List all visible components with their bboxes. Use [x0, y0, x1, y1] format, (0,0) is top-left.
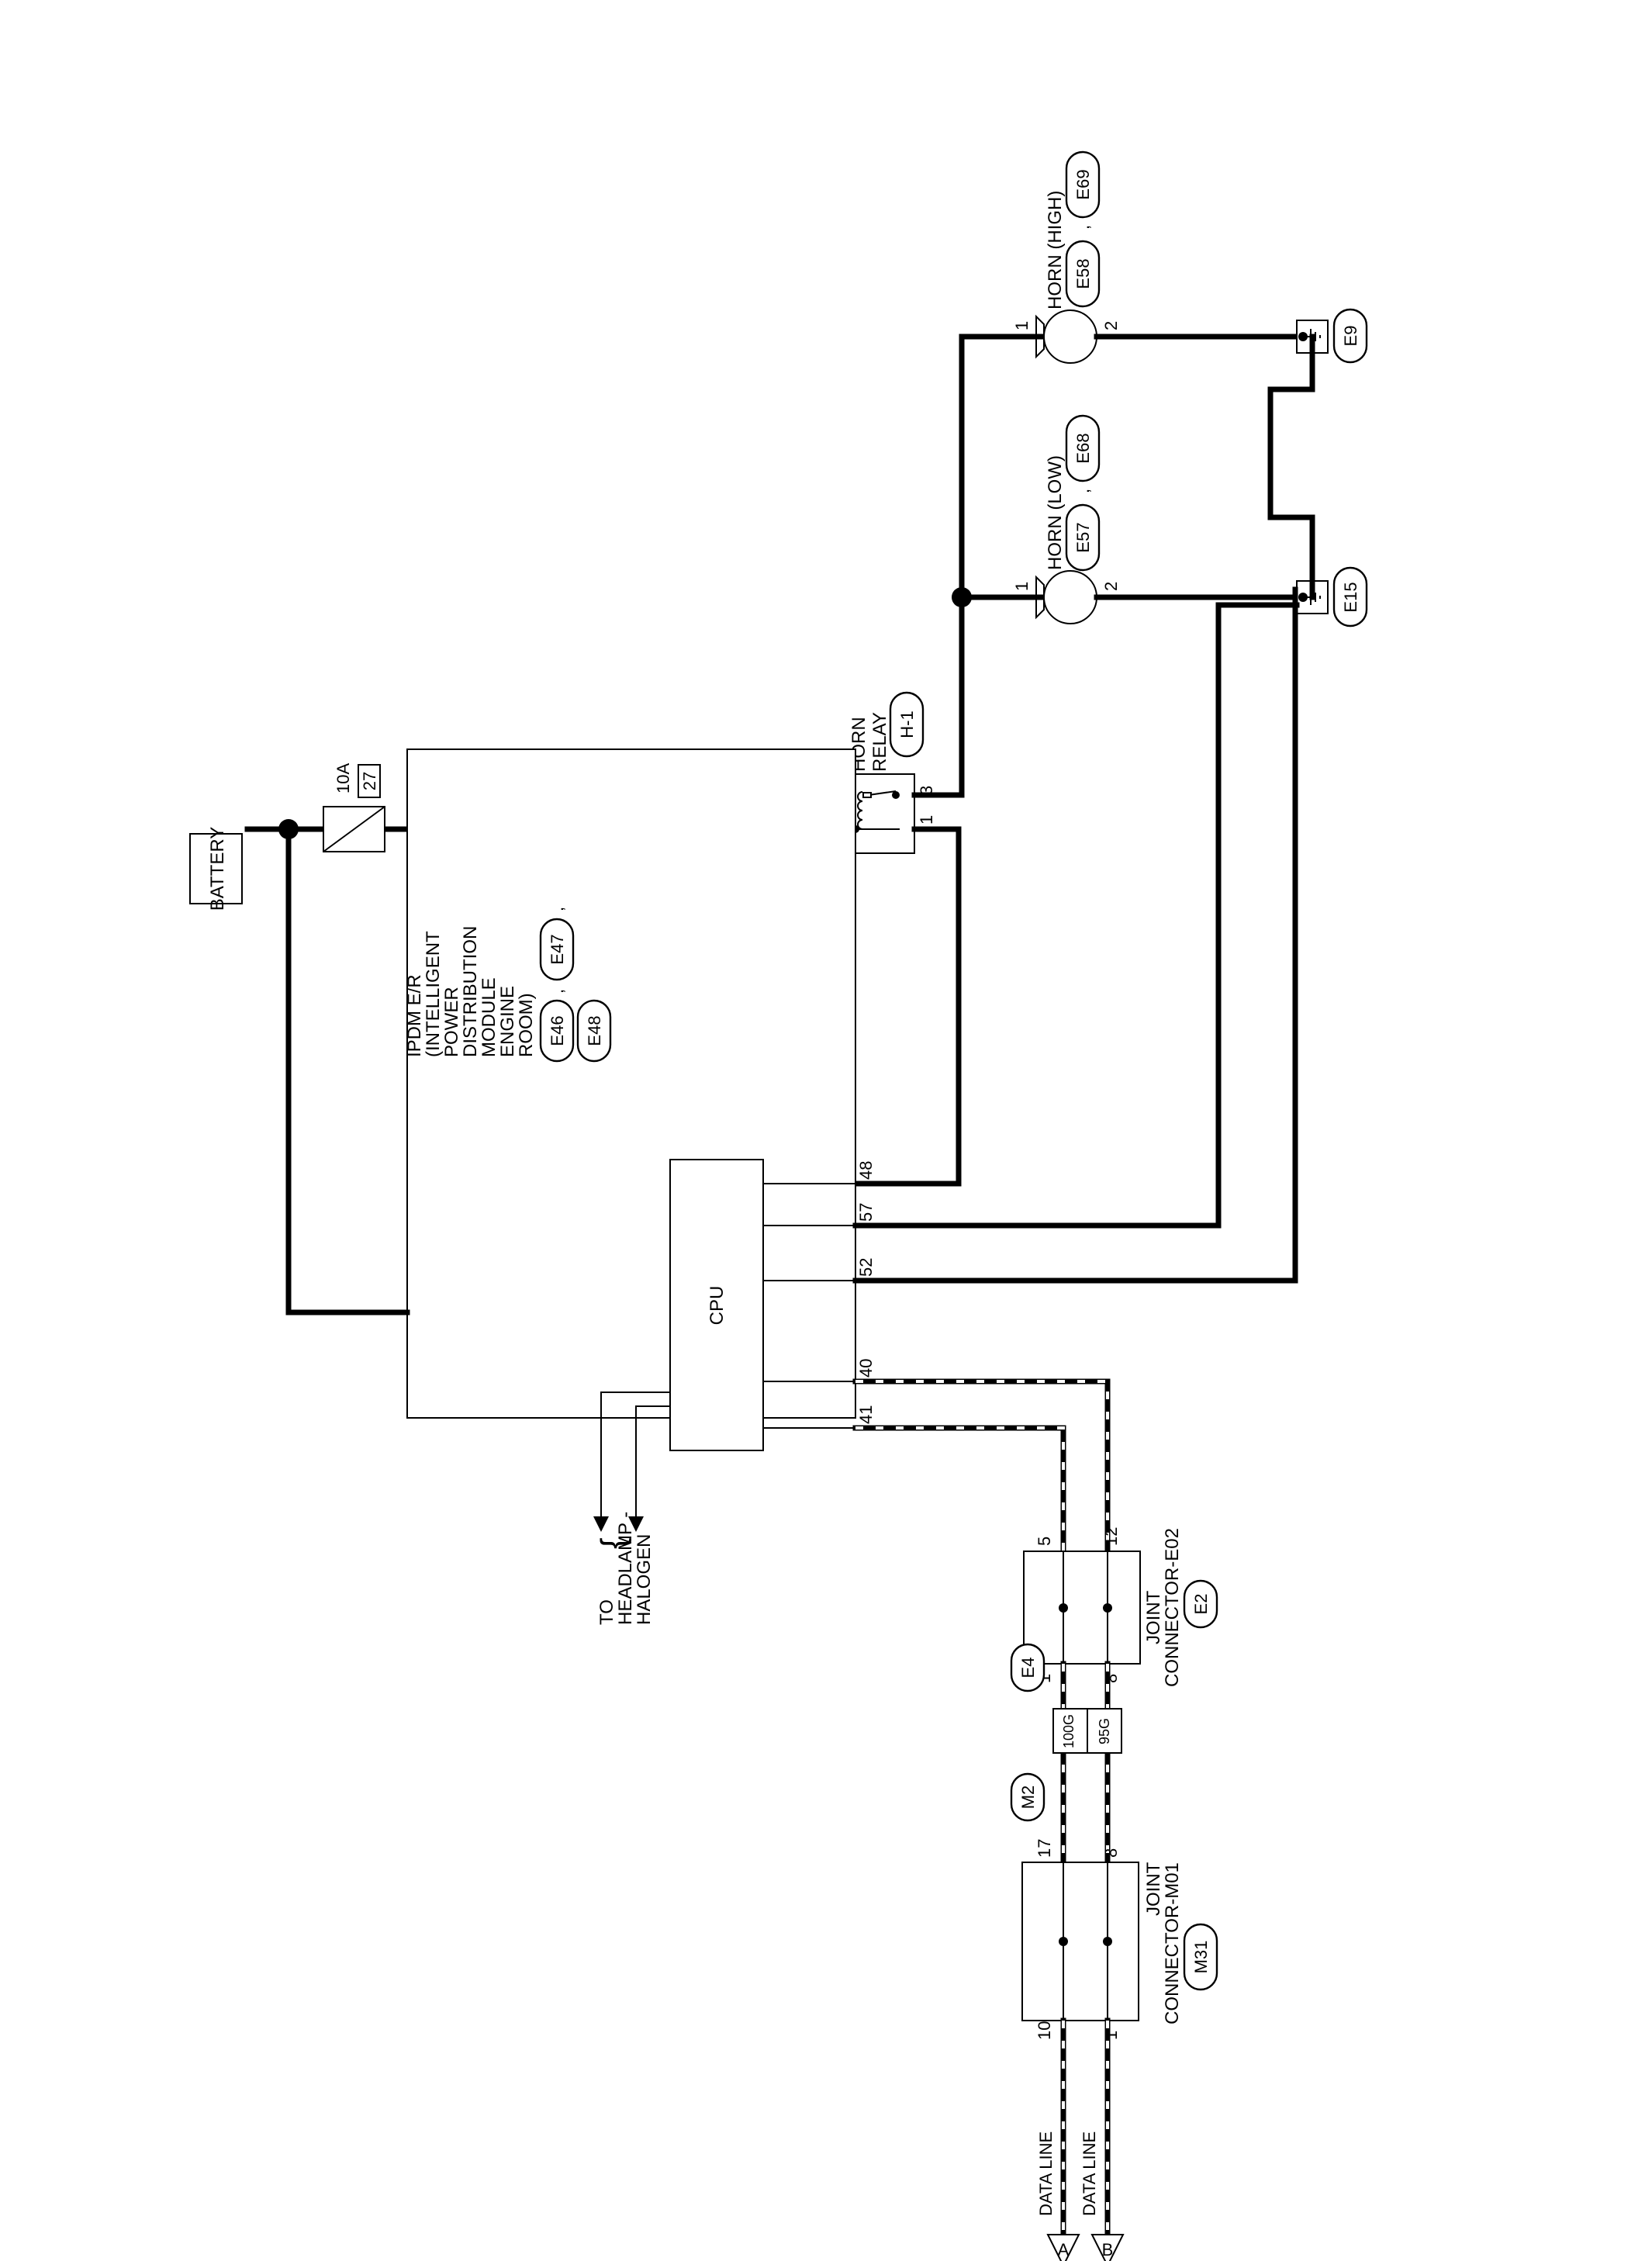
horn-low-connector-1: E57: [1073, 522, 1093, 552]
m01-label-2: CONNECTOR-M01: [1162, 1862, 1183, 2024]
ipdm-connector-3: E48: [585, 1015, 604, 1046]
m01-label-1: JOINT: [1143, 1862, 1164, 1916]
horn-high-pin-2: 2: [1101, 321, 1121, 330]
headlamp-note-3: HALOGEN: [634, 1534, 655, 1625]
svg-text:,: ,: [1073, 489, 1093, 493]
relay-pin-1: 1: [917, 815, 936, 825]
ipdm-pin-40: 40: [856, 1359, 876, 1378]
horn-relay: 2 1 3 HORN RELAY H-1: [822, 691, 936, 854]
ipdm-pin-52: 52: [856, 1258, 876, 1277]
battery-label: BATTERY: [207, 827, 228, 911]
ipdm-connector-2: E47: [548, 934, 567, 964]
svg-text:{: {: [594, 1537, 632, 1549]
relay-label-2: RELAY: [869, 712, 890, 772]
e02-pin-8: 8: [1101, 1674, 1121, 1683]
e02-label-2: CONNECTOR-E02: [1162, 1528, 1183, 1687]
horn-low: 1 2 HORN (LOW) E57 , E68: [1012, 414, 1121, 624]
harness-connector: 100G 95G E4 M2: [1010, 1643, 1122, 1822]
harness-connector-m2: M2: [1018, 1786, 1038, 1810]
ground-e9-label: E9: [1341, 326, 1360, 347]
ipdm-label-7: ROOM): [516, 993, 537, 1057]
horn-high-connector-2: E69: [1073, 169, 1093, 199]
horn-high-connector-1: E58: [1073, 258, 1093, 289]
horn-low-connector-2: E68: [1073, 433, 1093, 463]
e02-pin-12: 12: [1101, 1527, 1121, 1546]
horn-high-label: HORN (HIGH): [1045, 191, 1066, 309]
joint-connector-m01: 17 8 10 1 JOINT CONNECTOR-M01 M31: [1021, 1839, 1218, 2040]
ground-e15-label: E15: [1341, 582, 1360, 612]
data-line-a-label: DATA LINE: [1036, 2131, 1056, 2216]
m01-pin-1: 1: [1101, 2031, 1121, 2040]
ipdm-connector-1: E46: [548, 1015, 567, 1046]
m01-connector: M31: [1191, 1941, 1211, 1974]
data-line-b-label: DATA LINE: [1080, 2131, 1099, 2216]
m01-pin-10: 10: [1035, 2021, 1054, 2040]
svg-text:,: ,: [548, 989, 567, 994]
ipdm-pin-48: 48: [856, 1161, 876, 1180]
e02-connector: E2: [1191, 1594, 1211, 1615]
fuse-10a: 10A 27: [323, 763, 385, 852]
ipdm-er: IPDM E/R (INTELLIGENT POWER DISTRIBUTION…: [404, 748, 876, 1625]
horn-high: 1 2 HORN (HIGH) E58 , E69: [1012, 150, 1121, 364]
ipdm-pin-41: 41: [856, 1405, 876, 1424]
fuse-rating: 10A: [334, 763, 353, 793]
m01-pin-8: 8: [1101, 1848, 1121, 1858]
m01-pin-17: 17: [1035, 1839, 1054, 1858]
ipdm-label-1: IPDM E/R: [404, 974, 425, 1057]
ipdm-label-4: DISTRIBUTION: [460, 926, 481, 1057]
e02-label-1: JOINT: [1143, 1590, 1164, 1644]
joint-connector-e02: 5 12 1 8 JOINT CONNECTOR-E02 E2: [1023, 1527, 1218, 1687]
terminal-b-label: B: [1102, 2240, 1114, 2259]
battery: BATTERY: [189, 827, 243, 911]
fuse-number: 27: [360, 772, 379, 790]
e02-pin-5: 5: [1035, 1537, 1054, 1546]
ipdm-label-3: POWER: [441, 987, 462, 1057]
relay-connector: H-1: [897, 710, 917, 738]
horn-high-pin-1: 1: [1012, 321, 1032, 330]
harness-connector-e4: E4: [1018, 1658, 1038, 1678]
ipdm-label-5: MODULE: [479, 977, 499, 1057]
ipdm-label-6: ENGINE: [497, 986, 518, 1057]
horn-low-pin-1: 1: [1012, 582, 1032, 591]
harness-pin-100g: 100G: [1061, 1714, 1077, 1748]
ipdm-pin-57: 57: [856, 1203, 876, 1222]
terminal-a: A: [1046, 2234, 1080, 2261]
terminal-b: B: [1090, 2234, 1125, 2261]
cpu-label: CPU: [707, 1286, 728, 1326]
svg-text:,: ,: [1073, 225, 1093, 230]
cpu: [669, 1159, 764, 1451]
headlamp-note-2: HEADLAMP -: [615, 1512, 636, 1625]
horn-low-label: HORN (LOW): [1045, 455, 1066, 570]
svg-text:,: ,: [548, 907, 567, 911]
terminal-a-label: A: [1058, 2240, 1070, 2259]
ipdm-label-2: (INTELLIGENT: [423, 931, 444, 1057]
harness-pin-95g: 95G: [1097, 1718, 1112, 1744]
headlamp-note-1: TO: [596, 1599, 617, 1625]
horn-low-pin-2: 2: [1101, 582, 1121, 591]
